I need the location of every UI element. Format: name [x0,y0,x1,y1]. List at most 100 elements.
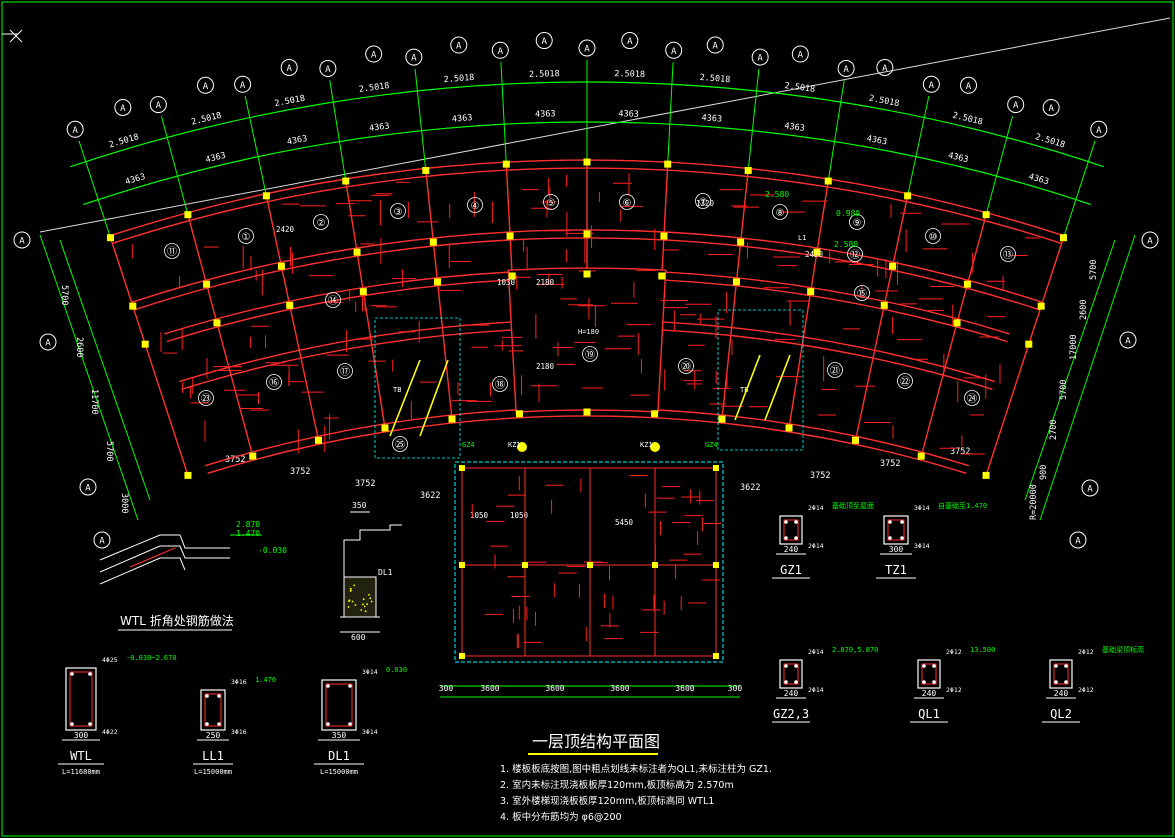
axis-bubble-label: A [1048,104,1054,114]
column [583,408,591,416]
axis-bubble-label: A [929,81,935,91]
column [650,442,660,452]
axis-bubble [114,98,132,116]
column [953,319,961,327]
section-width: 240 [922,689,937,698]
inner-spacing-label: 4363 [452,113,473,125]
inner-spacing-label: 4363 [286,134,308,148]
axis-bubble [149,96,167,114]
column [824,177,832,185]
dimension-label: 2420 [805,250,824,259]
axis-bubble [93,531,111,549]
room-number: ⑩ [929,232,938,243]
axis-bubble [706,36,724,54]
stair-block [454,461,724,663]
section-name: QL1 [918,707,940,721]
side-dimension-label: R=20000 [1029,484,1039,520]
radial-wall [424,168,453,418]
section-rebar [932,680,936,684]
beam-label: DL1 [378,568,393,577]
axis-bubble [319,59,337,77]
section-outline [779,659,803,689]
axis-bubble [960,76,978,94]
room-number-circle [325,292,341,308]
stair-outlines [374,309,804,459]
dimension-label: 2180 [536,362,555,371]
columns [107,158,1067,479]
section-rebar [784,520,788,524]
room-number: ⑲ [585,349,595,361]
column [651,410,659,418]
column [213,319,221,327]
aggregate-dot [368,593,370,596]
room-number: ⑫ [850,249,860,261]
side-dimension-line [39,234,139,521]
note-line: 3. 室外楼梯现浇板板厚120mm,板顶标高同 WTL1 [500,795,714,807]
inner-spacing-label: 4363 [205,151,227,166]
axis-bubble-label: A [286,64,292,74]
outer-spacing-label: 2.5018 [358,81,390,95]
axis-bubble [665,41,683,59]
section-name: DL1 [328,749,350,763]
column [506,232,514,240]
room-number-circle [164,243,180,259]
axis-bubble-label: A [498,47,504,57]
side-dimension-label: 2600 [74,337,84,357]
section-rebar [88,722,92,726]
section-bottom-rebar: 2Φ12 [946,686,962,694]
section-stirrup [1053,663,1069,685]
section-outline [1049,659,1073,689]
axis-bubble-label: A [843,65,849,75]
dimension-label: 350 [352,501,367,510]
section-outline [65,667,97,731]
outer-spacing-label: 2.5018 [443,73,474,85]
aggregate-dot [353,584,356,587]
aggregate-dot [366,603,369,605]
axis-bubble-label: A [120,104,126,114]
section-name: LL1 [202,749,224,763]
axis-bubble-label: A [1125,337,1131,347]
dimension-label: 5450 [615,518,634,527]
section-elevation: -0.030~2.670 [126,654,177,662]
column [851,436,859,444]
room-number: ⑦ [699,197,708,208]
axis-bubble [491,41,509,59]
elevation-label: 0.980 [836,209,860,218]
section-outline [200,689,226,731]
room-number-circle [337,363,353,379]
side-dimension-label: 17000 [1069,334,1079,360]
section-outline [917,659,941,689]
inner-spacing-label: 4363 [701,113,722,125]
column [141,340,149,348]
room-number: ⑰ [340,366,350,378]
axis-bubble [405,48,423,66]
axis-bubble [876,58,894,76]
section-rebar [326,684,330,688]
axis-bubble [1007,96,1025,114]
axis-bubble-label: A [757,54,763,64]
section-width: 240 [1054,689,1069,698]
axis-bubble [922,75,940,93]
aggregate-dot [347,606,350,608]
column [286,301,294,309]
room-number-circle [266,374,282,390]
section-rebar [888,520,892,524]
column [583,158,591,166]
inner-spacing-label: 4363 [784,121,806,134]
axis-bubble [196,76,214,94]
column-label: GZ4 [462,441,475,449]
radial-wall [985,235,1065,474]
axis-bubble [1090,120,1108,138]
elevation-label: -0.030 [258,546,287,555]
section-rebar [922,680,926,684]
axis-bubble-label: A [1087,485,1093,495]
room-number-circle [390,203,406,219]
room-number: ① [242,232,251,243]
stair-dimension-label: 3600 [545,684,564,693]
section-elevation: 1.470 [255,676,276,684]
bottom-dimension-label: 3752 [290,467,310,477]
inner-spacing-label: 4363 [866,134,888,148]
outer-spacing-label: 2.5018 [699,73,730,85]
